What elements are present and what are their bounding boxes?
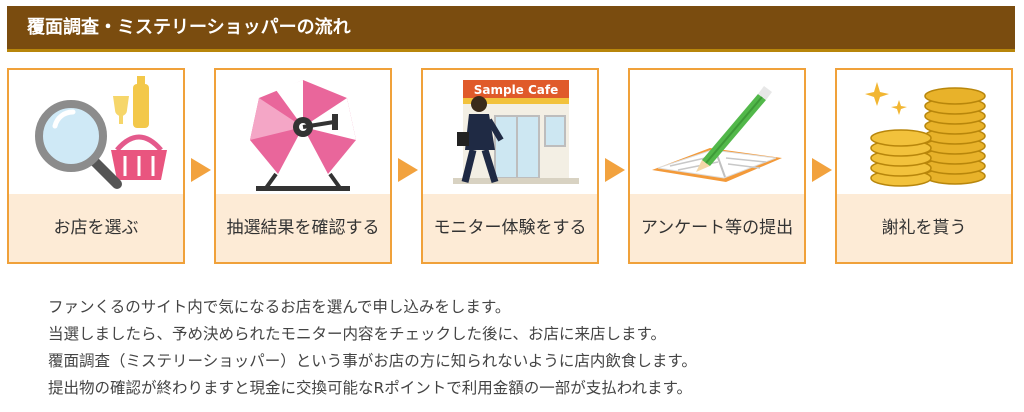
flow-steps: お店を選ぶ 抽選結果を確認する [7, 68, 1017, 264]
cafe-sign: Sample Cafe [474, 83, 559, 97]
magnifier-basket-icon [9, 70, 183, 194]
step-submit-survey: アンケート等の提出 [628, 68, 806, 264]
section-header: 覆面調査・ミステリーショッパーの流れ [7, 6, 1015, 52]
step-label: 謝礼を貰う [837, 194, 1011, 262]
arrow-right-icon [191, 158, 211, 182]
description-line: 提出物の確認が終わりますと現金に交換可能なRポイントで利用金額の一部が支払われま… [48, 379, 692, 397]
section-title: 覆面調査・ミステリーショッパーの流れ [27, 17, 351, 38]
pencil-notebook-icon [630, 70, 804, 194]
lottery-wheel-icon [216, 70, 390, 194]
description-line: ファンくるのサイト内で気になるお店を選んで申し込みをします。 [48, 298, 511, 316]
arrow-right-icon [812, 158, 832, 182]
arrow-right-icon [605, 158, 625, 182]
gold-coins-icon [837, 70, 1011, 194]
flow-description: ファンくるのサイト内で気になるお店を選んで申し込みをします。 当選しましたら、予… [48, 294, 988, 402]
step-label: アンケート等の提出 [630, 194, 804, 262]
step-label: お店を選ぶ [9, 194, 183, 262]
cafe-visit-icon: Sample Cafe [423, 70, 597, 194]
step-label: 抽選結果を確認する [216, 194, 390, 262]
arrow-right-icon [398, 158, 418, 182]
description-line: 当選しましたら、予め決められたモニター内容をチェックした後に、お店に来店します。 [48, 325, 666, 343]
step-monitor-experience: Sample Cafe モニター体験をする [421, 68, 599, 264]
description-line: 覆面調査（ミステリーショッパー）という事がお店の方に知られないように店内飲食しま… [48, 352, 697, 370]
step-receive-reward: 謝礼を貰う [835, 68, 1013, 264]
step-check-lottery: 抽選結果を確認する [214, 68, 392, 264]
step-select-shop: お店を選ぶ [7, 68, 185, 264]
step-label: モニター体験をする [423, 194, 597, 262]
